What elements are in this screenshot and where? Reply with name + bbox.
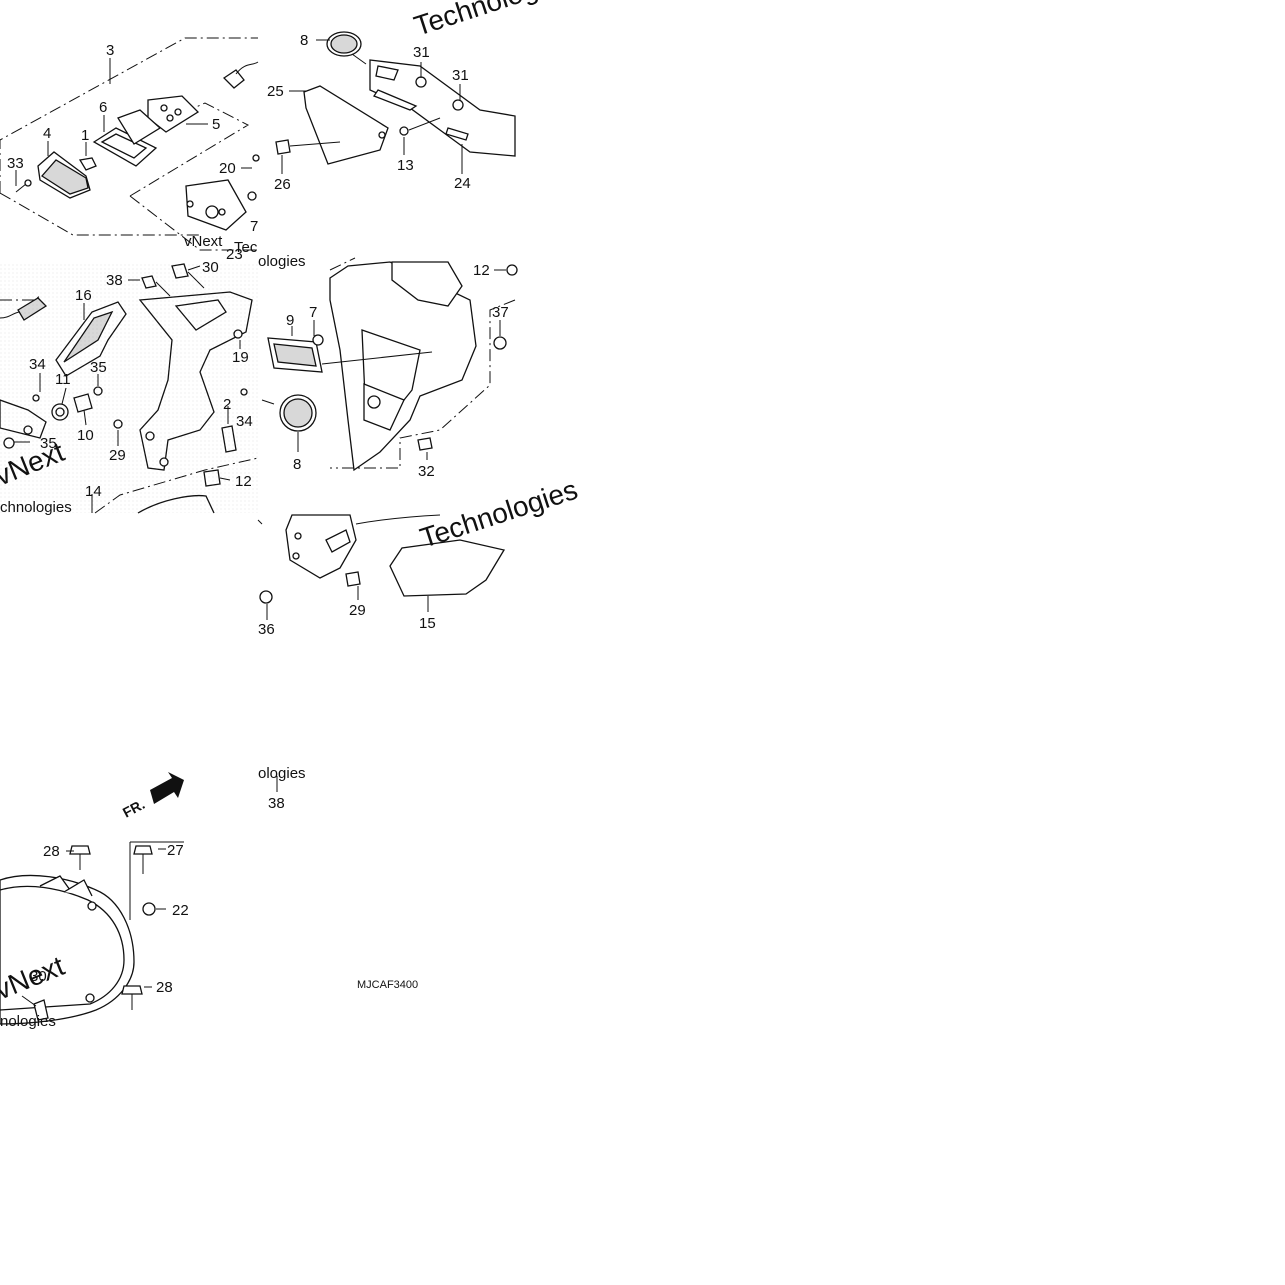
front-arrow: FR. [120,772,184,821]
watermark-ologies-2: ologies [258,765,306,782]
callout-38-mid: 38 [106,272,123,289]
nut-part-31-a [415,76,427,88]
cover-part-15 [389,539,506,597]
callout-36: 36 [258,621,275,638]
screw-part-28-bot [121,985,143,1010]
bolt-part-29-low [345,571,361,587]
callout-12-top: 12 [473,262,490,279]
callout-25: 25 [267,83,284,100]
bolt-part-30-bot [21,995,49,1021]
callout-2: 2 [223,396,231,413]
callout-9: 9 [286,312,294,329]
plate-part-25 [303,85,389,165]
license-light-group [0,37,260,251]
diagram-code: MJCAF3400 [357,979,418,991]
connector [222,61,259,89]
callout-12-mid: 12 [235,473,252,490]
callout-26: 26 [274,176,291,193]
bracket-part-24 [369,59,516,157]
callout-35-b: 35 [40,435,57,452]
callout-19: 19 [232,349,249,366]
lens-part-4 [37,151,91,199]
callout-29-low: 29 [349,602,366,619]
callout-labels: 3 6 4 1 5 33 20 23 7 8 31 31 25 26 13 24… [7,32,509,996]
housing-part-5 [117,95,200,145]
gasket-part-6 [92,127,158,167]
callout-16: 16 [75,287,92,304]
callout-8-mid: 8 [293,456,301,473]
nut-part-31-b [452,99,464,111]
nut-part-36 [259,590,273,604]
callout-30-mid: 30 [202,259,219,276]
callout-24: 24 [454,175,471,192]
callout-23: 23 [226,246,243,263]
screw-part-27 [133,845,153,874]
callout-29-mid: 29 [109,447,126,464]
cover-part-23 [185,179,247,231]
reflector-part-8-top [326,31,362,57]
nut-part-37 [493,336,507,350]
reflector-part-9 [267,337,323,373]
callout-7-top: 7 [250,218,258,235]
bracket-group-top [275,31,516,174]
cowl-main [0,874,135,1025]
callout-7-mid: 7 [309,304,317,321]
callout-34-b: 34 [236,413,253,430]
callout-8-top: 8 [300,32,308,49]
nut-part-22 [142,902,156,916]
callout-28-bot: 28 [156,979,173,996]
watermark-technologies-2: Technologies [416,474,581,554]
bulb-part-1 [78,157,97,171]
fender-main [329,261,477,472]
callout-4: 4 [43,125,51,142]
callout-32: 32 [418,463,435,480]
callout-5: 5 [212,116,220,133]
callout-14: 14 [85,483,102,500]
nut-part-7-mid [312,334,324,346]
callout-15: 15 [419,615,436,632]
watermark-vnext: vNext [184,233,223,250]
rear-cowl-group: FR. [0,772,278,1025]
callout-27: 27 [167,842,184,859]
callout-6: 6 [99,99,107,116]
watermark-ologies-1: ologies [258,253,306,270]
screw-part-28-top [69,845,91,870]
callout-11: 11 [55,371,71,388]
callout-34-a: 34 [29,356,46,373]
watermark-chnologies: chnologies [0,499,72,516]
callout-31-b: 31 [452,67,469,84]
nut-part-7-top [247,191,257,201]
collar-part-13 [399,126,409,136]
callout-31-a: 31 [413,44,430,61]
clip-part-12-top [506,264,518,276]
screw-part-32 [417,437,433,451]
callout-20: 20 [219,160,236,177]
callout-22: 22 [172,902,189,919]
reflector-part-8-mid [261,394,317,432]
fender-group [261,257,518,472]
bolt-part-26 [275,139,341,155]
watermark-nologies: nologies [0,1013,56,1030]
rear-piece-group [257,514,506,620]
callout-38-low: 38 [268,795,285,812]
front-arrow-label: FR. [120,796,147,821]
callout-13: 13 [397,157,414,174]
watermark-tec: Tec [234,239,258,256]
bracket-lower [285,514,357,579]
screw-part-33 [15,179,32,193]
screw-part-20 [252,154,260,162]
callout-30-low: 30 [30,968,47,985]
callout-28-top: 28 [43,843,60,860]
callout-1: 1 [81,127,89,144]
callout-3: 3 [106,42,114,59]
stay-group [0,262,259,514]
callout-10: 10 [77,427,94,444]
callout-35-a: 35 [90,359,107,376]
callout-37: 37 [492,304,509,321]
callout-33: 33 [7,155,24,172]
watermark-technologies-1: Technologies [410,0,575,42]
